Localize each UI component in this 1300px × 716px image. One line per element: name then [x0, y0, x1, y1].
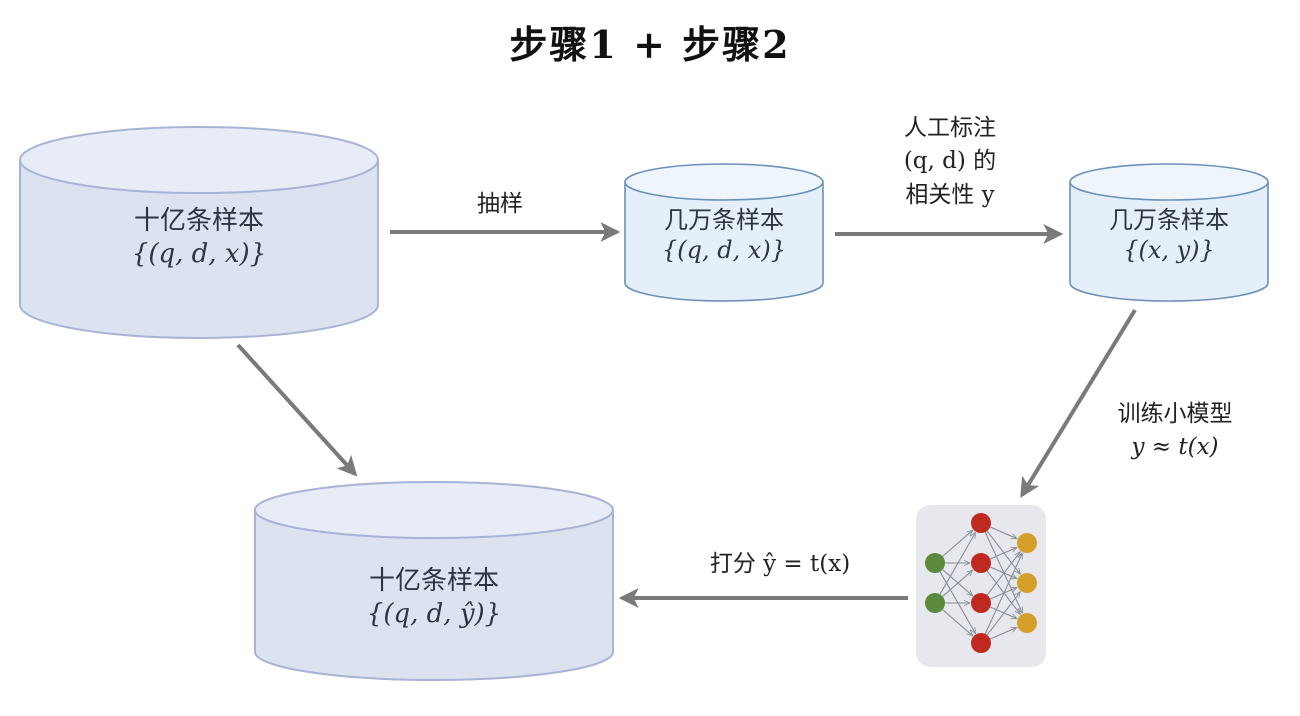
billion-samples-title: 十亿条样本	[133, 206, 264, 236]
database-scored-samples	[254, 481, 614, 681]
nn-input-node	[925, 593, 945, 613]
billion-samples-formula: {(q, d, x)}	[131, 238, 267, 269]
database-sampled-samples	[624, 163, 824, 302]
nn-hidden-node	[971, 593, 991, 613]
training-line1: 训练小模型	[1117, 401, 1233, 427]
labeled-samples-formula: {(x, y)}	[1123, 236, 1215, 264]
nn-edge	[989, 546, 1017, 560]
training-line2: y ≈ t(x)	[1131, 434, 1219, 461]
scoring-label: 打分 ŷ = t(x)	[709, 551, 851, 577]
scored-samples-label: 十亿条样本 {(q, d, ŷ)}	[255, 565, 613, 630]
annotation-label: 人工标注 (q, d) 的 相关性 y	[850, 112, 1050, 212]
annotation-line1: 人工标注	[904, 115, 996, 141]
training-label: 训练小模型 y ≈ t(x)	[1075, 398, 1275, 465]
annotation-line2: (q, d) 的	[903, 148, 997, 175]
nn-edge	[942, 570, 973, 597]
nn-edge	[989, 626, 1017, 640]
scored-samples-formula: {(q, d, ŷ)}	[366, 598, 502, 629]
nn-edge	[939, 533, 976, 595]
nn-output-node	[1017, 613, 1037, 633]
nn-edge	[984, 553, 1023, 635]
arrow-training	[1020, 308, 1137, 498]
database-labeled-samples	[1069, 163, 1269, 302]
database-billion-samples	[19, 126, 379, 339]
sampled-samples-formula: {(q, d, x)}	[661, 236, 787, 264]
nn-edge	[942, 530, 973, 557]
labeled-samples-label: 几万条样本 {(x, y)}	[1070, 205, 1268, 265]
scored-samples-title: 十亿条样本	[368, 566, 499, 596]
sampled-samples-title: 几万条样本	[664, 206, 784, 234]
nn-output-node	[1017, 533, 1037, 553]
nn-edge	[986, 592, 1020, 636]
sampling-label: 抽样	[477, 191, 523, 217]
sampled-samples-label: 几万条样本 {(q, d, x)}	[625, 205, 823, 265]
arrow-direct	[236, 343, 358, 477]
page-title: 步骤1 + 步骤2	[509, 22, 791, 67]
nn-output-node	[1017, 573, 1037, 593]
nn-hidden-node	[971, 553, 991, 573]
neural-network-icon	[916, 505, 1046, 667]
nn-hidden-node	[971, 633, 991, 653]
nn-edge	[986, 552, 1020, 596]
nn-input-node	[925, 553, 945, 573]
nn-edge	[989, 526, 1017, 540]
annotation-line3: 相关性 y	[905, 181, 995, 208]
labeled-samples-title: 几万条样本	[1109, 206, 1229, 234]
billion-samples-label: 十亿条样本 {(q, d, x)}	[20, 205, 378, 270]
nn-edge	[942, 609, 973, 636]
nn-hidden-node	[971, 513, 991, 533]
